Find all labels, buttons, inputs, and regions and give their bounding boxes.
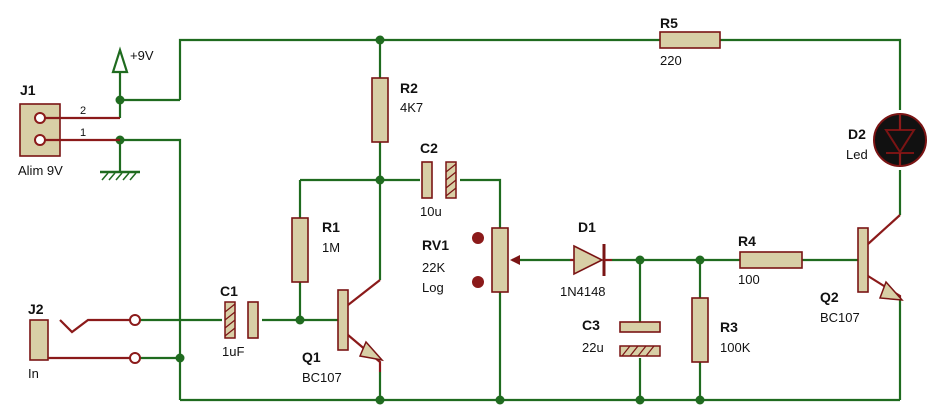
junction [115,95,125,105]
capacitor-c1: C1 1uF [220,283,259,359]
j2-value: In [28,366,39,381]
j2-body [29,319,49,361]
resistor-r1: R1 1M [291,217,340,283]
rv1-body [491,227,509,293]
capacitor-c2: C2 10u [420,140,457,219]
wire-r5-to-led [720,38,902,110]
r3-ref: R3 [720,319,738,335]
wire-c2-rv1 [460,178,502,228]
connector-j2: J2 In [28,301,141,381]
j2-ref: J2 [28,301,44,317]
r5-body [659,31,721,49]
r3-body [691,297,709,363]
rv1-pin-dot [472,276,484,288]
d2-value: Led [846,147,868,162]
c1-value: 1uF [222,344,244,359]
rv1-value: 22K [422,260,445,275]
junction [695,255,705,265]
transistor-q2: Q2 BC107 [820,214,904,325]
resistor-r5: R5 220 [659,15,721,68]
c3-value: 22u [582,340,604,355]
d1-triangle [573,244,604,276]
r4-ref: R4 [738,233,756,249]
junction [495,395,505,405]
j1-body [19,103,61,157]
junction [375,175,385,185]
rv1-value-taper: Log [422,280,444,295]
j1-pin1-label: 1 [80,127,86,139]
q2-base-bar [857,227,869,293]
j1-ref: J1 [20,82,36,98]
power-symbol-9v: +9V [111,46,154,74]
c2-ref: C2 [420,140,438,156]
connector-j1: J1 2 1 Alim 9V [18,82,120,178]
transistor-q1: Q1 BC107 [302,279,385,385]
d1-value: 1N4148 [560,284,606,299]
r2-value: 4K7 [400,100,423,115]
q2-value: BC107 [820,310,860,325]
r1-body [291,217,309,283]
r4-body [739,251,803,269]
q1-base-bar [337,289,349,351]
wire-ground-left [120,138,182,400]
d1-ref: D1 [578,219,596,235]
r5-value: 220 [660,53,682,68]
wire-9v [118,72,180,102]
q2-ref: Q2 [820,289,839,305]
junction [295,315,305,325]
capacitor-c3: C3 22u [582,317,661,357]
diode-d1: D1 1N4148 [560,219,612,299]
c2-value: 10u [420,204,442,219]
wire-top-rail [178,38,660,100]
ground-symbol [100,170,140,181]
r2-body [371,77,389,143]
resistor-r2: R2 4K7 [371,77,423,143]
d2-ref: D2 [848,126,866,142]
rv1-pin-dot [472,232,484,244]
junction [635,255,645,265]
j1-pin2-label: 2 [80,105,86,117]
r5-ref: R5 [660,15,678,31]
c1-ref: C1 [220,283,238,299]
j1-value: Alim 9V [18,163,63,178]
rv1-ref: RV1 [422,237,449,253]
junction [175,353,185,363]
junction [635,395,645,405]
resistor-r3: R3 100K [691,297,751,363]
power-label: +9V [130,48,154,63]
junction [375,35,385,45]
r1-value: 1M [322,240,340,255]
q1-value: BC107 [302,370,342,385]
r1-ref: R1 [322,219,340,235]
r3-value: 100K [720,340,751,355]
junction [375,395,385,405]
resistor-r4: R4 100 [738,233,803,287]
led-d2: D2 Led [846,113,927,167]
r4-value: 100 [738,272,760,287]
q1-ref: Q1 [302,349,321,365]
junction [695,395,705,405]
potentiometer-rv1: RV1 22K Log [422,227,520,295]
rv1-wiper-arrow [510,255,520,265]
c3-ref: C3 [582,317,600,333]
r2-ref: R2 [400,80,418,96]
